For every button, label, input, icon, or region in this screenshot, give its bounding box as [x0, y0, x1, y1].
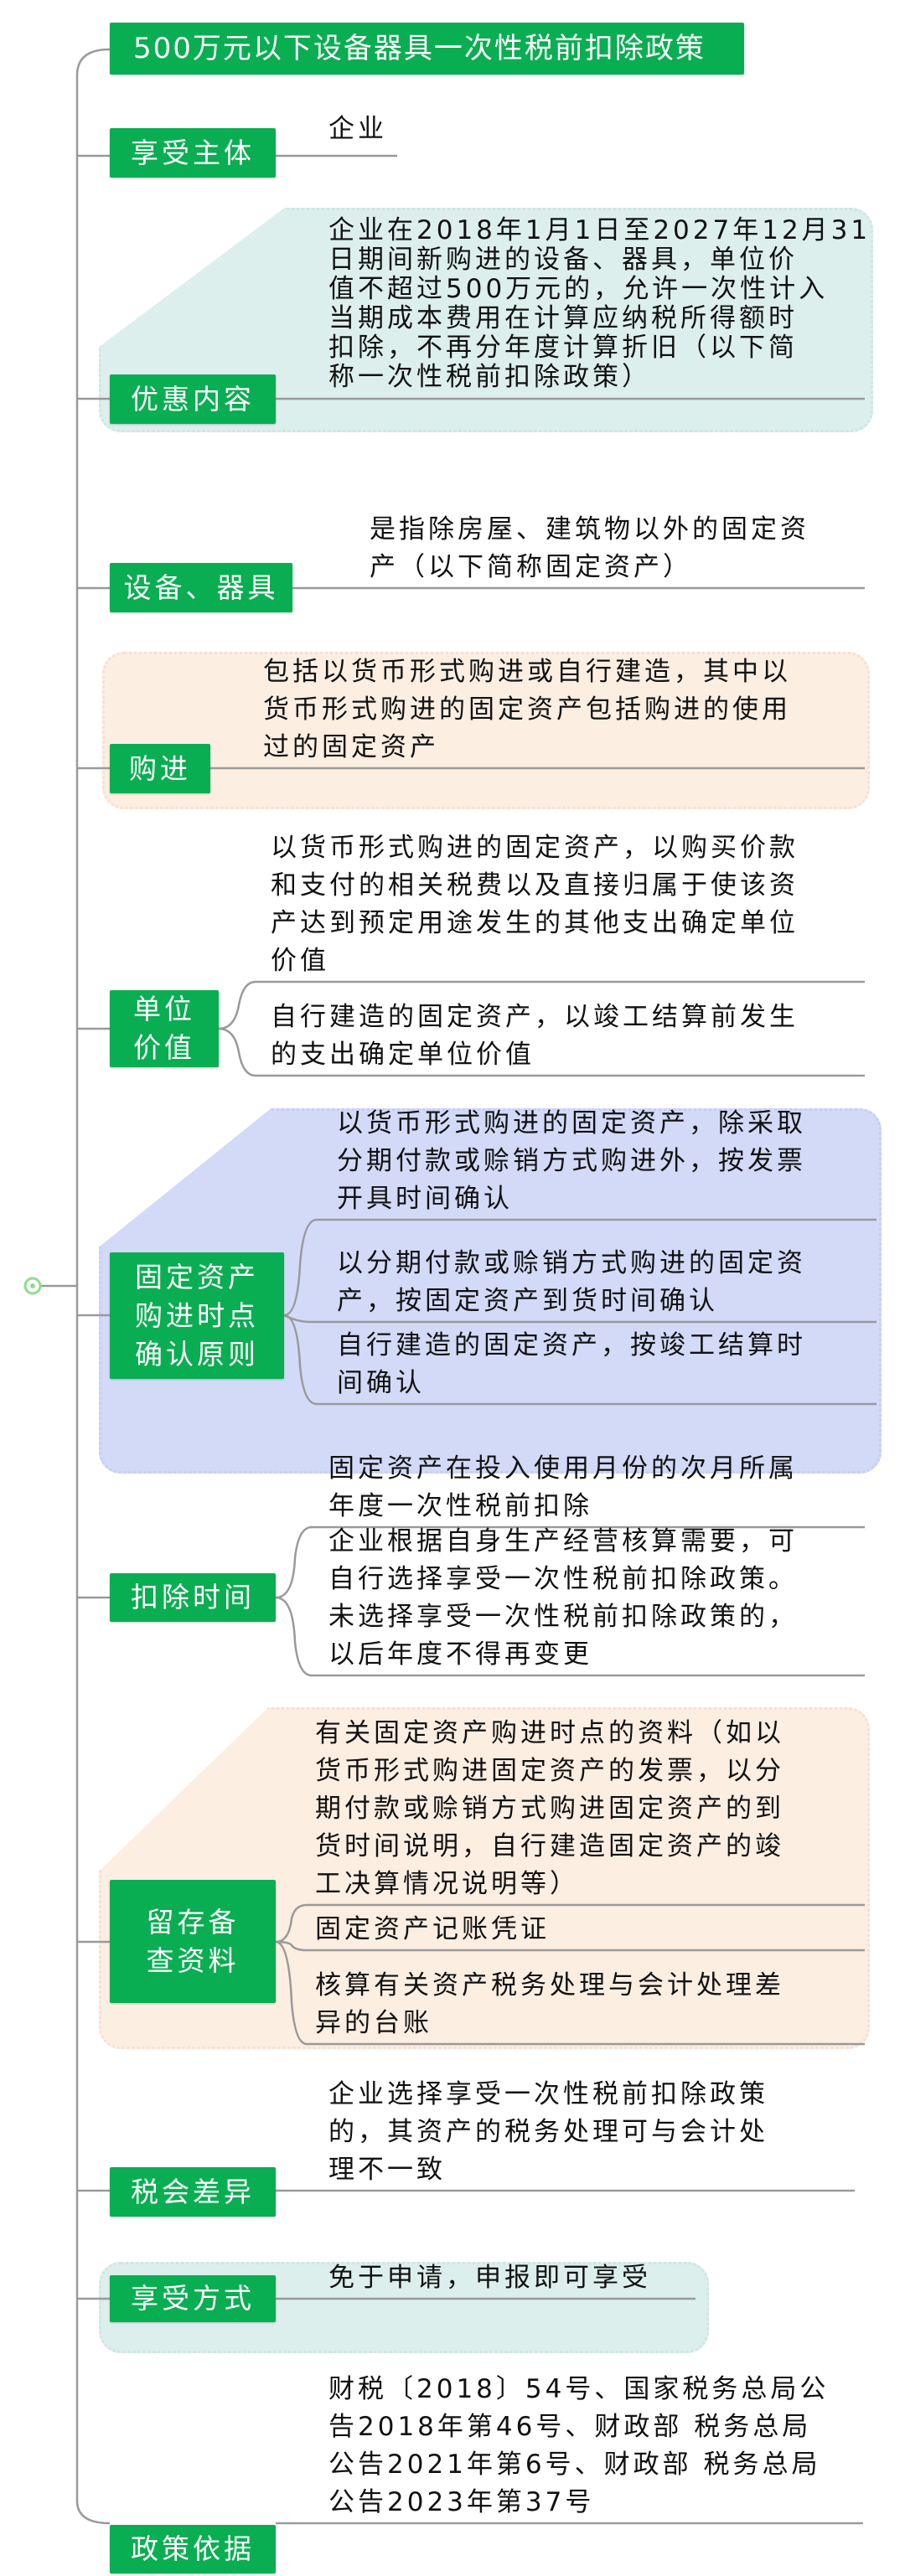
label-line: 固定资产	[135, 1260, 259, 1293]
text-line: 分期付款或赊销方式购进外，按发票	[337, 1146, 806, 1176]
topic-enjoy-method[interactable]: 享受方式	[110, 2275, 276, 2322]
text-line: 货币形式购进的固定资产包括购进的使用	[263, 694, 791, 725]
topic-text: 是指除房屋、建筑物以外的固定资 产（以下简称固定资产）	[370, 511, 809, 586]
text-line: 价值	[271, 946, 329, 976]
text-line: 的，其资产的税务处理可与会计处	[328, 2117, 768, 2147]
topic-equipment[interactable]: 设备、器具	[110, 563, 292, 612]
text-line: 公告2023年第37号	[328, 2487, 595, 2517]
text-line: 企业选择享受一次性税前扣除政策	[328, 2079, 768, 2109]
text-line: 财税〔2018〕54号、国家税务总局公	[328, 2374, 830, 2404]
topic-purchase[interactable]: 购进	[110, 744, 210, 793]
topic-records[interactable]: 留存备 查资料	[110, 1880, 276, 2003]
text-line: 开具时间确认	[337, 1184, 513, 1214]
text-line: 当期成本费用在计算应纳税所得额时	[328, 303, 798, 333]
label-line: 价值	[133, 1031, 195, 1064]
text-line: 自行建造的固定资产，以竣工结算前发生	[271, 1002, 799, 1032]
topic-text: 财税〔2018〕54号、国家税务总局公 告2018年第46号、财政部 税务总局 …	[328, 2371, 829, 2522]
label-line: 购进时点	[135, 1298, 259, 1332]
text-line: 间确认	[337, 1368, 425, 1398]
topic-text: 固定资产记账凭证	[315, 1911, 550, 1949]
text-line: 工决算情况说明等）	[315, 1869, 579, 1899]
topic-text: 自行建造的固定资产，按竣工结算时 间确认	[337, 1327, 806, 1402]
text-line: 包括以货币形式购进或自行建造，其中以	[263, 657, 791, 687]
topic-benefit-content[interactable]: 优惠内容	[110, 374, 276, 424]
text-line: 以分期付款或赊销方式购进的固定资	[337, 1248, 806, 1278]
label-line: 确认原则	[135, 1337, 259, 1371]
topic-text: 免于申请，申报即可享受	[328, 2259, 651, 2297]
label-line: 留存备	[146, 1905, 240, 1938]
topic-text: 自行建造的固定资产，以竣工结算前发生 的支出确定单位价值	[271, 999, 799, 1074]
text-line: 产达到预定用途发生的其他支出确定单位	[271, 908, 799, 938]
text-line: 是指除房屋、建筑物以外的固定资	[370, 514, 809, 545]
text-line: 产（以下简称固定资产）	[370, 552, 692, 582]
text-line: 以货币形式购进的固定资产，以购买价款	[271, 833, 799, 863]
text-line: 过的固定资产	[263, 732, 439, 762]
text-line: 固定资产在投入使用月份的次月所属	[328, 1453, 798, 1484]
topic-text: 以货币形式购进的固定资产，除采取 分期付款或赊销方式购进外，按发票 开具时间确认	[337, 1105, 806, 1218]
topic-deduction-time[interactable]: 扣除时间	[110, 1573, 276, 1622]
connector	[77, 154, 110, 2300]
text-line: 企业在2018年1月1日至2027年12月31	[328, 215, 871, 245]
topic-text: 有关固定资产购进时点的资料（如以 货币形式购进固定资产的发票，以分 期付款或赊销…	[315, 1715, 784, 1903]
text-line: 年度一次性税前扣除	[328, 1491, 592, 1521]
text-line: 货时间说明，自行建造固定资产的竣	[315, 1831, 784, 1861]
topic-text: 企业选择享受一次性税前扣除政策 的，其资产的税务处理可与会计处 理不一致	[328, 2076, 768, 2189]
text-line: 未选择享受一次性税前扣除政策的，	[328, 1602, 798, 1632]
underline	[210, 154, 865, 770]
underline	[276, 2189, 863, 2525]
text-line: 日期间新购进的设备、器具，单位价	[328, 245, 798, 275]
branch-records	[275, 1903, 865, 2046]
topic-text: 企业	[328, 111, 387, 148]
topic-text: 企业根据自身生产经营核算需要，可 自行选择享受一次性税前扣除政策。 未选择享受一…	[328, 1523, 798, 1674]
topic-policy-basis[interactable]: 政策依据	[110, 2525, 276, 2573]
topic-text: 企业在2018年1月1日至2027年12月31 日期间新购进的设备、器具，单位价…	[328, 216, 871, 392]
text-line: 企业根据自身生产经营核算需要，可	[328, 1526, 798, 1556]
text-line: 异的台账	[315, 2008, 432, 2038]
branch-unit-value	[218, 980, 865, 1077]
text-line: 以后年度不得再变更	[328, 1639, 592, 1670]
topic-text: 以分期付款或赊销方式购进的固定资 产，按固定资产到货时间确认	[337, 1245, 806, 1320]
text-line: 值不超过500万元的，允许一次性计入	[328, 274, 829, 304]
branch-timing	[283, 1218, 877, 1406]
text-line: 免于申请，申报即可享受	[328, 2263, 651, 2293]
spine-line	[75, 48, 111, 2525]
label-line: 查资料	[146, 1944, 240, 1977]
text-line: 理不一致	[328, 2155, 446, 2185]
topic-unit-value[interactable]: 单位 价值	[110, 990, 219, 1067]
text-line: 扣除，不再分年度计算折旧（以下简	[328, 333, 798, 363]
text-line: 货币形式购进固定资产的发票，以分	[315, 1756, 784, 1786]
topic-enjoy-subject[interactable]: 享受主体	[110, 128, 276, 178]
text-line: 自行选择享受一次性税前扣除政策。	[328, 1564, 798, 1594]
text-line: 固定资产记账凭证	[315, 1914, 550, 1944]
text-line: 企业	[328, 114, 387, 144]
text-line: 的支出确定单位价值	[271, 1040, 535, 1070]
text-line: 核算有关资产税务处理与会计处理差	[315, 1970, 784, 2000]
text-line: 自行建造的固定资产，按竣工结算时	[337, 1330, 806, 1360]
callout-background-purchase	[102, 652, 870, 809]
root-topic-title[interactable]: 500万元以下设备器具一次性税前扣除政策	[110, 23, 744, 75]
text-line: 公告2021年第6号、财政部 税务总局	[328, 2450, 821, 2480]
topic-text: 以货币形式购进的固定资产，以购买价款 和支付的相关税费以及直接归属于使该资 产达…	[271, 829, 799, 980]
text-line: 称一次性税前扣除政策）	[328, 362, 651, 392]
text-line: 期付款或赊销方式购进固定资产的到	[315, 1794, 784, 1824]
branch-deduction	[275, 1525, 865, 1677]
text-line: 有关固定资产购进时点的资料（如以	[315, 1718, 784, 1748]
text-line: 产，按固定资产到货时间确认	[337, 1286, 718, 1316]
topic-purchase-timing[interactable]: 固定资产 购进时点 确认原则	[110, 1252, 284, 1379]
topic-tax-accounting-difference[interactable]: 税会差异	[110, 2167, 276, 2217]
label-line: 单位	[133, 993, 195, 1025]
topic-text: 包括以货币形式购进或自行建造，其中以 货币形式购进的固定资产包括购进的使用 过的…	[263, 653, 791, 767]
text-line: 以货币形式购进的固定资产，除采取	[337, 1108, 806, 1138]
text-line: 告2018年第46号、财政部 税务总局	[328, 2412, 812, 2442]
topic-text: 固定资产在投入使用月份的次月所属 年度一次性税前扣除	[328, 1450, 798, 1525]
topic-text: 核算有关资产税务处理与会计处理差 异的台账	[315, 1967, 784, 2042]
text-line: 和支付的相关税费以及直接归属于使该资	[271, 870, 799, 901]
